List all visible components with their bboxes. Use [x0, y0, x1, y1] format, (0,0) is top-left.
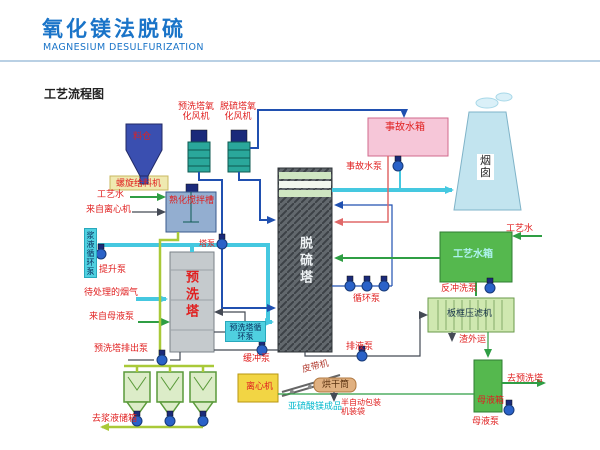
label-tower-pump: 塔泵: [199, 239, 215, 248]
pipe-oxidation-air-1: [198, 172, 276, 312]
diagram-section-title: 工艺流程图: [44, 87, 105, 101]
pipe-prewash-to-desulf: [190, 243, 274, 326]
filter-press-shape: [427, 297, 515, 333]
pipe-emergency-water: [334, 156, 389, 226]
label-to-slurry-tank: 去浆液储箱: [92, 414, 138, 424]
label-dryer: 烘干筒: [322, 380, 350, 390]
label-lift-pump: 提升泵: [99, 265, 127, 275]
label-emergency-tank: 事故水箱: [385, 122, 425, 133]
label-product: 亚硫酸镁成品: [288, 402, 343, 412]
label-process-water-tank: 工艺水箱: [453, 249, 493, 260]
label-screw-feeder: 螺旋给料机: [116, 179, 162, 189]
mother-pump-icon: [503, 399, 515, 416]
header-divider: [0, 60, 600, 62]
label-process-water-left: 工艺水: [97, 190, 125, 200]
label-prewash-discharge-pump: 预洗塔排出泵: [94, 344, 149, 354]
label-drain-pump: 排液泵: [346, 342, 374, 352]
label-process-water-right: 工艺水: [506, 224, 534, 234]
slurry-storage-tanks-shape: [123, 371, 217, 418]
circulation-pump-icon-1: [344, 275, 356, 292]
circulation-pump-icon-3: [378, 275, 390, 292]
pipe-slurry-to-storage: [158, 232, 180, 366]
pipe-air-to-emergency-tank: [250, 109, 408, 149]
label-prewash-circ-pump: 预洗塔循环泵: [225, 321, 266, 342]
label-chimney: 烟囱: [477, 154, 494, 180]
label-from-centrifuge: 来自离心机: [86, 205, 132, 215]
label-to-prewash: 去预洗塔: [507, 374, 544, 384]
dryer-shape: [313, 377, 357, 393]
label-filter-press: 板框压滤机: [447, 309, 493, 319]
label-mother-pump: 母液泵: [472, 417, 500, 427]
page-subtitle: MAGNESIUM DESULFURIZATION: [43, 42, 204, 53]
pipe-prewash-circ-return: [214, 308, 246, 322]
slaking-tank-shape: [165, 183, 217, 233]
label-slag-out: 渣外运: [459, 335, 487, 345]
label-desulf-fan: 脱硫塔氧化风机: [219, 102, 256, 122]
process-water-tank-shape: [439, 231, 513, 283]
pipe-prewash-discharge-a: [170, 352, 181, 361]
label-raw-flue-gas: 待处理的烟气: [84, 288, 139, 298]
mother-tank-shape: [473, 359, 503, 413]
prewash-tower-shape: [169, 251, 215, 353]
pipe-drain-to-press: [304, 311, 428, 357]
tower-pump-icon: [216, 233, 228, 250]
label-backwash-pump: 反冲洗泵: [441, 284, 478, 294]
desulf-oxidation-fan-shape: [227, 129, 251, 173]
label-mother-tank: 母液箱: [477, 396, 505, 406]
page-title: 氧化镁法脱硫: [42, 17, 186, 41]
label-slaking-tank: 熟化搅拌槽: [169, 196, 215, 206]
label-from-mother-pump: 来自母液泵: [89, 312, 135, 322]
emergency-tank-shape: [367, 117, 449, 157]
label-circulation-pump: 循环泵: [353, 294, 381, 304]
label-packing-machine: 半自动包装机装袋: [341, 398, 381, 416]
label-buffer-pump: 缓冲泵: [243, 354, 271, 364]
label-silo: 料仓: [133, 132, 152, 142]
label-centrifuge: 离心机: [246, 382, 274, 392]
label-prewash-tower: 预洗塔: [183, 270, 198, 321]
emergency-pump-icon: [392, 155, 404, 172]
centrifuge-shape: [237, 373, 279, 403]
screw-feeder-shape: [109, 175, 169, 191]
pipes-layer: [98, 109, 546, 431]
label-slurry-circ-pump: 浆液循环泵: [84, 228, 97, 278]
buffer-pump-icon: [256, 339, 268, 356]
circulation-pump-icon-2: [361, 275, 373, 292]
desulf-tower-shape: [277, 167, 333, 353]
label-emergency-pump: 事故水泵: [346, 162, 383, 172]
prewash-oxidation-fan-shape: [187, 129, 211, 173]
label-desulf-tower: 脱硫塔: [297, 236, 312, 287]
chimney-shape: [453, 92, 522, 211]
slurry-pump-icon-3: [197, 410, 209, 427]
label-prewash-fan: 预洗塔氧化风机: [177, 102, 214, 122]
silo-shape: [125, 123, 163, 185]
pipe-oxidation-air-2: [238, 172, 276, 224]
prewash-discharge-pump-icon: [156, 349, 168, 366]
pipe-circulation-return: [334, 201, 393, 286]
slurry-pump-icon-2: [164, 410, 176, 427]
